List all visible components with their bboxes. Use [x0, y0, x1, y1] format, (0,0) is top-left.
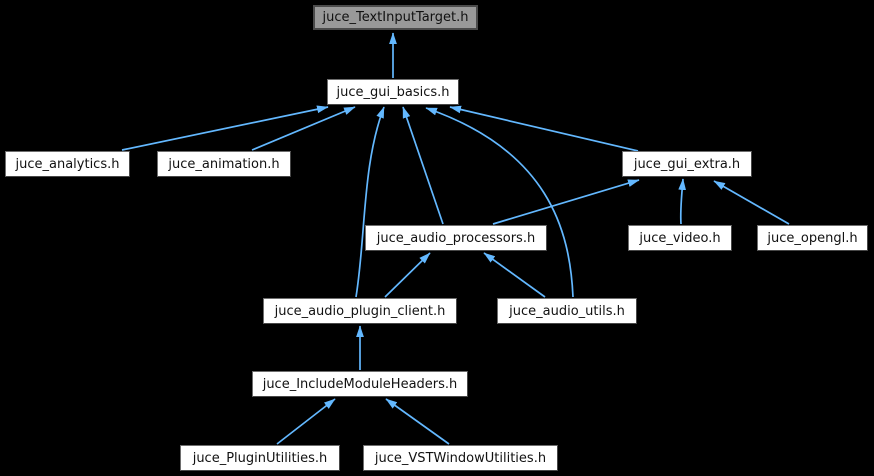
- graph-node-juce_analytics[interactable]: juce_analytics.h: [5, 151, 130, 177]
- edge-juce_animation-to-juce_gui_basics: [251, 106, 356, 151]
- edge-juce_audio_utils-to-juce_audio_processors: [483, 252, 546, 298]
- graph-node-juce_TextInputTarget: juce_TextInputTarget.h: [313, 5, 478, 30]
- edge-juce_audio_utils-to-juce_gui_basics: [425, 107, 574, 298]
- edge-juce_audio_plugin_client-to-juce_audio_processors: [384, 252, 431, 298]
- edge-juce_audio_processors-to-juce_gui_basics: [402, 106, 444, 225]
- edge-juce_VSTWindowUtilities-to-juce_IncludeModuleHeaders: [385, 398, 450, 445]
- edge-juce_opengl-to-juce_gui_extra: [713, 180, 790, 225]
- graph-node-juce_IncludeModuleHeaders[interactable]: juce_IncludeModuleHeaders.h: [252, 371, 468, 397]
- edge-juce_PluginUtilities-to-juce_IncludeModuleHeaders: [276, 398, 336, 445]
- graph-node-juce_video[interactable]: juce_video.h: [628, 225, 732, 251]
- graph-node-juce_VSTWindowUtilities[interactable]: juce_VSTWindowUtilities.h: [363, 445, 558, 471]
- graph-node-juce_gui_extra[interactable]: juce_gui_extra.h: [622, 151, 752, 177]
- graph-node-juce_PluginUtilities[interactable]: juce_PluginUtilities.h: [180, 445, 340, 471]
- graph-node-juce_audio_utils[interactable]: juce_audio_utils.h: [497, 298, 637, 324]
- graph-node-juce_audio_processors[interactable]: juce_audio_processors.h: [365, 225, 547, 251]
- edge-juce_analytics-to-juce_gui_basics: [121, 105, 329, 151]
- edge-juce_video-to-juce_gui_extra: [678, 178, 687, 225]
- edge-juce_audio_plugin_client-to-juce_gui_basics: [355, 106, 385, 298]
- graph-node-juce_audio_plugin_client[interactable]: juce_audio_plugin_client.h: [263, 298, 457, 324]
- graph-node-juce_gui_basics[interactable]: juce_gui_basics.h: [327, 79, 459, 105]
- edge-juce_gui_extra-to-juce_gui_basics: [449, 105, 639, 152]
- graph-node-juce_opengl[interactable]: juce_opengl.h: [757, 225, 868, 251]
- edge-juce_audio_processors-to-juce_gui_extra: [492, 179, 640, 225]
- graph-node-juce_animation[interactable]: juce_animation.h: [157, 151, 291, 177]
